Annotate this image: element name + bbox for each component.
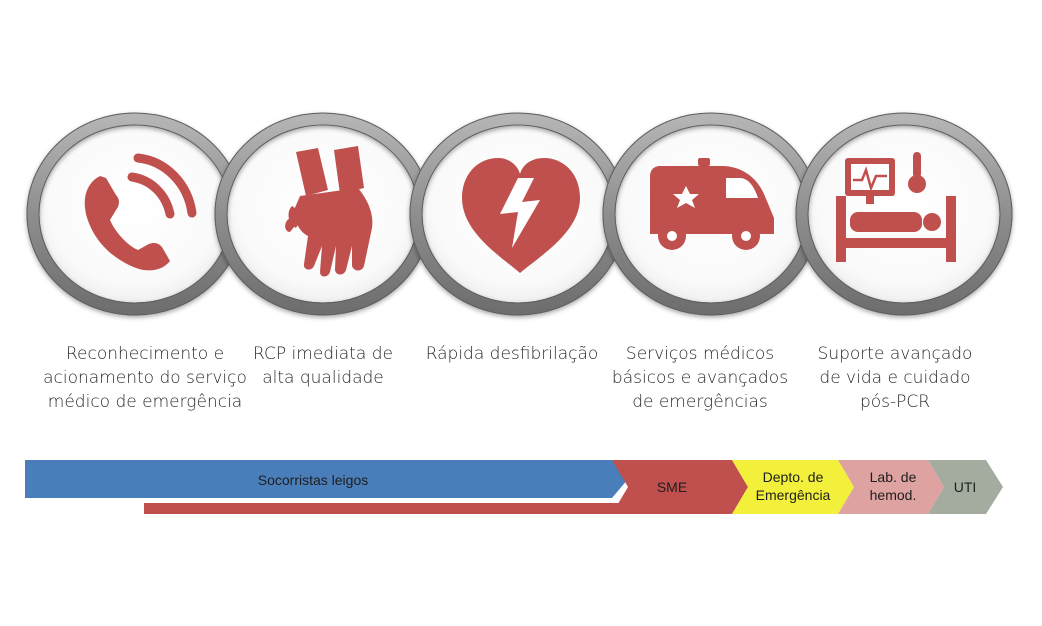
emergency-dept-label-line2: Emergência bbox=[756, 487, 831, 503]
hemod-lab-label-line2: hemod. bbox=[870, 487, 917, 503]
hospital-bed-icon bbox=[836, 152, 956, 262]
emergency-dept-label-line1: Depto. de bbox=[763, 469, 824, 485]
lay-rescuers-arrow bbox=[25, 460, 628, 498]
cpr-hands-icon bbox=[285, 146, 373, 277]
emergency-dept-chevron bbox=[732, 460, 854, 514]
hemod-lab-chevron bbox=[838, 460, 944, 514]
step-2-caption: RCP imediata de alta qualidade bbox=[253, 344, 393, 388]
ambulance-icon bbox=[650, 158, 774, 250]
icu-chevron bbox=[928, 460, 1003, 514]
step-3-caption: Rápida desfibrilação bbox=[425, 344, 599, 364]
step-4-caption: Serviços médicos básicos e avançados de … bbox=[611, 344, 789, 412]
defibrillation-heart-icon bbox=[462, 158, 580, 273]
lay-rescuers-label: Socorristas leigos bbox=[258, 472, 369, 488]
hemod-lab-label-line1: Lab. de bbox=[870, 469, 917, 485]
phone-icon bbox=[84, 153, 197, 271]
icu-label: UTI bbox=[954, 479, 977, 495]
sme-underlay-bar bbox=[144, 503, 624, 514]
sme-label: SME bbox=[657, 479, 687, 495]
step-1-caption: Reconhecimento e acionamento do serviço … bbox=[43, 344, 247, 412]
step-5-caption: Suporte avançado de vida e cuidado pós-P… bbox=[817, 344, 973, 412]
sme-chevron bbox=[612, 460, 748, 514]
